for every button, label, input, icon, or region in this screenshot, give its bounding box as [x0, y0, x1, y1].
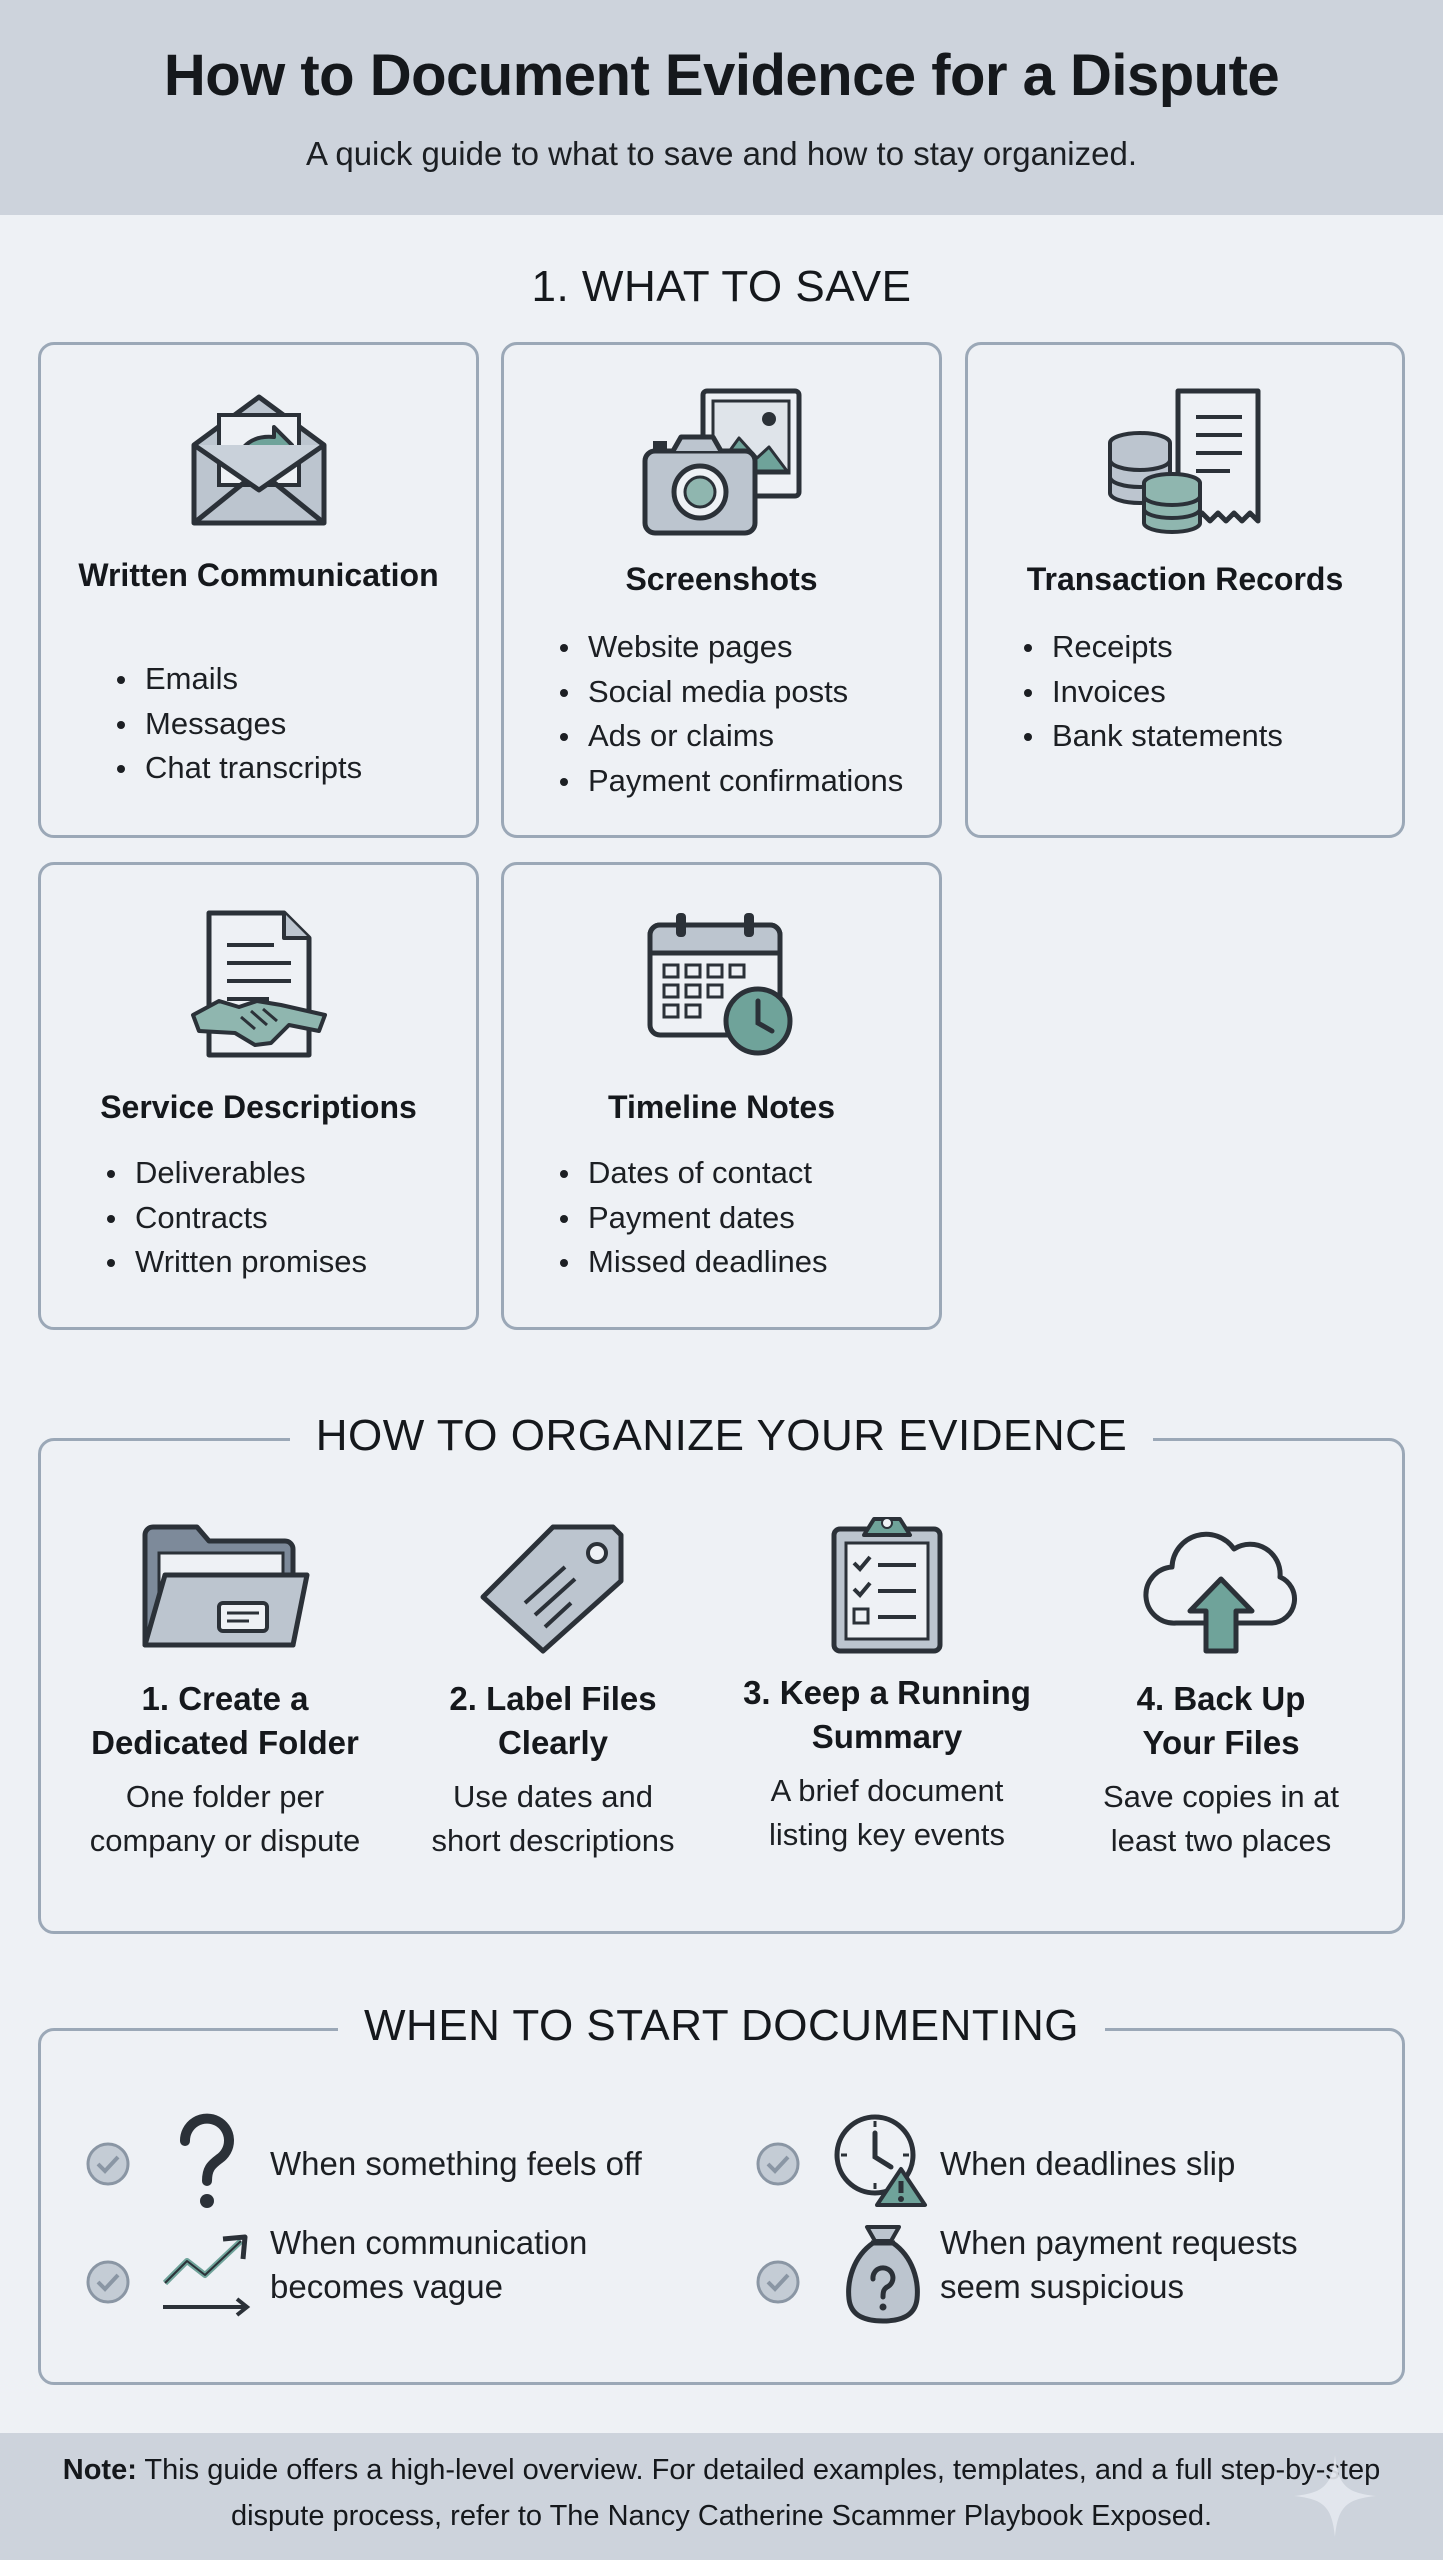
receipt-coins-icon: [1108, 388, 1261, 534]
card-list: Deliverables Contracts Written promises: [101, 1151, 367, 1285]
list-item: Receipts: [1018, 625, 1283, 670]
organize-section-title: HOW TO ORGANIZE YOUR EVIDENCE: [41, 1411, 1402, 1461]
when-text: When something feels off: [270, 2145, 642, 2182]
list-item: Emails: [111, 657, 362, 702]
when-item-2: When deadlines slip: [755, 2099, 1375, 2209]
trend-arrow-icon: [162, 2234, 251, 2317]
check-circle-icon: [86, 2142, 130, 2186]
when-text: When deadlines slip: [940, 2145, 1236, 2182]
card-list: Dates of contact Payment dates Missed de…: [554, 1151, 828, 1285]
list-item: Social media posts: [554, 670, 903, 715]
card-title: Transaction Records: [1026, 561, 1344, 597]
list-item: Missed deadlines: [554, 1240, 828, 1285]
cloud-upload-icon: [1143, 1531, 1298, 1654]
card-title: Timeline Notes: [607, 1089, 836, 1125]
list-item: Payment confirmations: [554, 759, 903, 804]
card-list: Website pages Social media posts Ads or …: [554, 625, 903, 803]
card-list: Receipts Invoices Bank statements: [1018, 625, 1283, 759]
list-item: Payment dates: [554, 1196, 828, 1241]
note-label: Note:: [62, 2454, 137, 2486]
list-item: Messages: [111, 702, 362, 747]
card-title: Written Communication: [78, 557, 439, 593]
clock-warning-icon: [834, 2114, 927, 2207]
question-mark-icon: [179, 2113, 234, 2208]
list-item: Contracts: [101, 1196, 367, 1241]
list-item: Bank statements: [1018, 714, 1283, 759]
check-circle-icon: [756, 2260, 800, 2304]
list-item: Invoices: [1018, 670, 1283, 715]
page-title: How to Document Evidence for a Dispute: [163, 43, 1280, 108]
calendar-clock-icon: [647, 913, 792, 1056]
list-item: Deliverables: [101, 1151, 367, 1196]
when-section-title: WHEN TO START DOCUMENTING: [41, 2001, 1402, 2051]
footer-note: Note: This guide offers a high-level ove…: [0, 2433, 1443, 2560]
envelope-arrow-icon: [191, 394, 326, 526]
list-item: Dates of contact: [554, 1151, 828, 1196]
page-subtitle: A quick guide to what to save and how to…: [305, 135, 1138, 172]
folder-icon: [142, 1524, 310, 1648]
list-item: Chat transcripts: [111, 746, 362, 791]
card-transaction-records: Transaction Records Receipts Invoices Ba…: [965, 342, 1405, 838]
camera-photo-icon: [642, 388, 801, 536]
header: How to Document Evidence for a Dispute A…: [0, 0, 1443, 215]
card-list: Emails Messages Chat transcripts: [111, 657, 362, 791]
card-title: Service Descriptions: [100, 1089, 417, 1125]
tag-icon: [480, 1524, 624, 1654]
contract-handshake-icon: [190, 910, 327, 1058]
list-item: Ads or claims: [554, 714, 903, 759]
what-to-save-title: 1. WHAT TO SAVE: [531, 262, 912, 311]
when-item-1: When something feels off: [85, 2099, 705, 2209]
sparkle-icon: [1294, 2455, 1376, 2537]
money-bag-question-icon: [846, 2225, 920, 2324]
organize-section: HOW TO ORGANIZE YOUR EVIDENCE 1. Create …: [38, 1411, 1405, 1934]
check-circle-icon: [756, 2142, 800, 2186]
list-item: Website pages: [554, 625, 903, 670]
card-screenshots: Screenshots Website pages Social media p…: [501, 342, 942, 838]
list-item: Written promises: [101, 1240, 367, 1285]
footer-text: Note: This guide offers a high-level ove…: [62, 2454, 1381, 2532]
clipboard-checklist-icon: [831, 1517, 943, 1654]
card-title: Screenshots: [625, 561, 818, 597]
check-circle-icon: [86, 2260, 130, 2304]
when-section: WHEN TO START DOCUMENTING When something…: [38, 2001, 1405, 2385]
card-written-communication: Written Communication Emails Messages Ch…: [38, 342, 479, 838]
card-service-descriptions: Service Descriptions Deliverables Contra…: [38, 862, 479, 1330]
card-timeline-notes: Timeline Notes Dates of contact Payment …: [501, 862, 942, 1330]
